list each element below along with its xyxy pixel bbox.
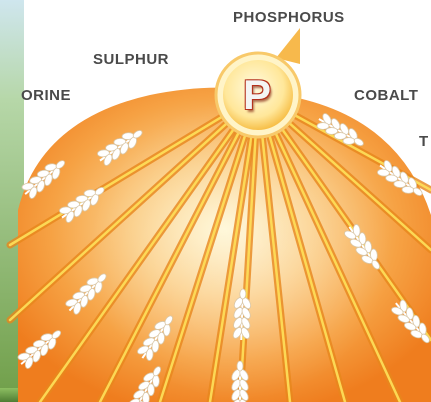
letter-p-emblem-icon: P [232,70,282,120]
label-cobalt: COBALT [354,88,418,103]
label-phosphorus: PHOSPHORUS [233,10,345,25]
label-chlorine: ORINE [21,88,71,103]
label-t: T [419,134,429,149]
label-sulphur: SULPHUR [93,52,169,67]
